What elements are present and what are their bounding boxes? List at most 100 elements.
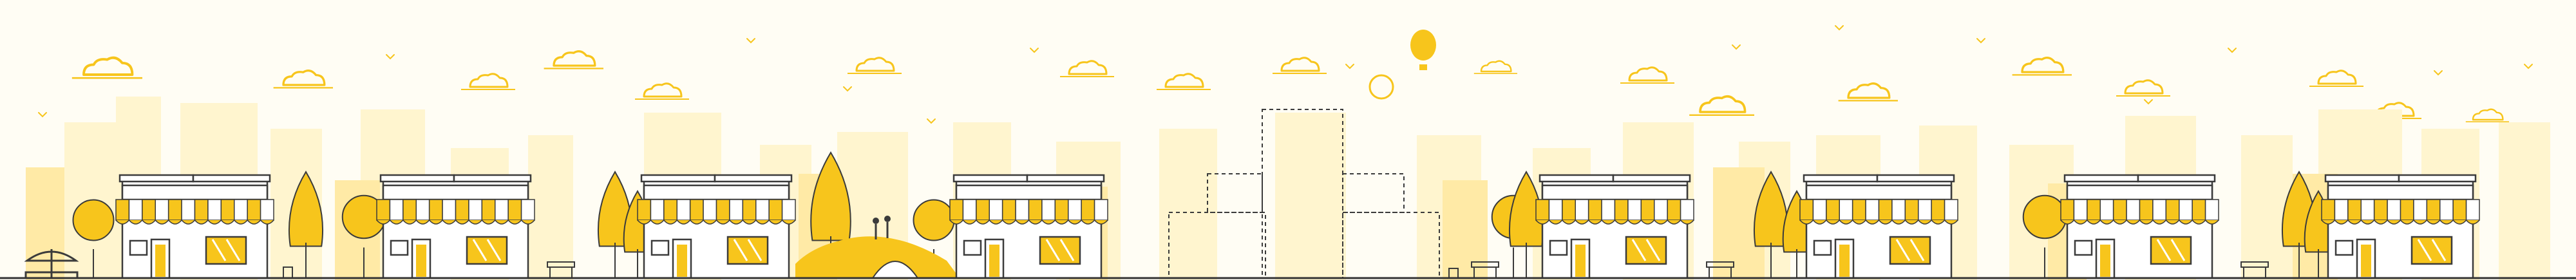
cloud-icon (2309, 70, 2363, 87)
shop-roof (952, 174, 1028, 183)
shop-building (637, 174, 796, 279)
balloon-icon (1410, 30, 1436, 70)
shop-sign (2327, 184, 2474, 201)
shop-sign (382, 184, 529, 201)
bird-icon (2144, 99, 2153, 105)
shop-roof (1803, 174, 1879, 183)
shop-door (1839, 245, 1850, 277)
shop-door (677, 245, 687, 277)
bird-icon (927, 118, 936, 124)
cloud-icon (1157, 73, 1211, 90)
bird-icon (1835, 25, 1844, 31)
shop-roof (1876, 174, 1955, 183)
shop-door (989, 245, 999, 277)
tree-icon (598, 171, 632, 278)
cloud-icon (2465, 108, 2510, 123)
person-icon (873, 218, 879, 224)
cloud-icon (1620, 66, 1674, 84)
shop-roof (192, 174, 271, 183)
shop-roof (2324, 174, 2400, 183)
construction-outline (1168, 212, 1266, 279)
shop-window (963, 239, 982, 256)
shop-sign (1541, 184, 1689, 201)
cloud-icon (2012, 57, 2072, 76)
shop-building (2321, 174, 2480, 279)
shop-roof (2398, 174, 2477, 183)
shop-roof (453, 174, 532, 183)
shop-door (2361, 245, 2371, 277)
bird-icon (843, 86, 852, 92)
bird-icon (1976, 38, 1985, 44)
cloud-icon (1273, 57, 1327, 74)
skyline-building (1443, 180, 1488, 280)
shop-window (2074, 239, 2093, 256)
shop-building (2060, 174, 2219, 279)
bird-icon (38, 112, 47, 118)
tree-icon (1509, 171, 1544, 278)
tree-icon (289, 171, 323, 278)
bird-icon (386, 54, 395, 60)
bird-icon (1030, 48, 1039, 53)
shop-window (129, 239, 148, 256)
cloud-icon (635, 82, 689, 100)
shop-sign (643, 184, 790, 201)
cloud-icon (848, 57, 902, 74)
skyline-building (2499, 122, 2550, 280)
shop-awning (1799, 199, 1958, 225)
shops-row (115, 174, 2480, 279)
shop-window (390, 239, 409, 256)
shop-window (2334, 239, 2354, 256)
shop-door (155, 245, 166, 277)
shop-sign (2066, 184, 2213, 201)
shop-roof (1612, 174, 1691, 183)
cloud-icon (544, 50, 604, 70)
shop-roof (1026, 174, 1105, 183)
shop-awning (376, 199, 535, 225)
shop-roof (2063, 174, 2139, 183)
bench-icon (1706, 261, 1734, 278)
bird-icon (746, 38, 755, 44)
bench-icon (2240, 261, 2269, 278)
bench-icon (1471, 261, 1499, 278)
shop-window (1549, 239, 1568, 256)
construction-outline (1342, 173, 1405, 213)
bridge-icon (795, 236, 960, 279)
shop-roof (714, 174, 793, 183)
shop-building (376, 174, 535, 279)
bird-icon (2434, 70, 2443, 76)
shop-door (416, 245, 426, 277)
shop-roof (2137, 174, 2216, 183)
shop-building (949, 174, 1108, 279)
shop-awning (115, 199, 274, 225)
person-icon (884, 216, 891, 222)
sun-icon (1368, 74, 1394, 100)
shop-window (1813, 239, 1832, 256)
cloud-icon (273, 70, 334, 89)
shop-sign (121, 184, 269, 201)
cloud-icon (1060, 60, 1114, 77)
shop-roof (1539, 174, 1615, 183)
shop-sign (955, 184, 1103, 201)
shop-building (1799, 174, 1958, 279)
shop-door (2100, 245, 2110, 277)
tree-icon (1754, 171, 1788, 278)
shop-roof (640, 174, 716, 183)
bird-icon (2228, 48, 2237, 53)
shop-building (1535, 174, 1694, 279)
cloud-icon (71, 56, 142, 79)
shop-door (1575, 245, 1586, 277)
shop-roof (118, 174, 194, 183)
shop-roof (379, 174, 455, 183)
bench-icon (547, 261, 575, 278)
shop-awning (949, 199, 1108, 225)
shop-window (650, 239, 670, 256)
cloud-icon (1838, 82, 1899, 102)
skyline-building (1159, 129, 1217, 280)
cloud-icon (461, 73, 515, 90)
shop-awning (2060, 199, 2219, 225)
sky (38, 25, 2533, 144)
shop-awning (2321, 199, 2480, 225)
skyline-building (1275, 113, 1346, 280)
tree-icon (72, 199, 115, 278)
